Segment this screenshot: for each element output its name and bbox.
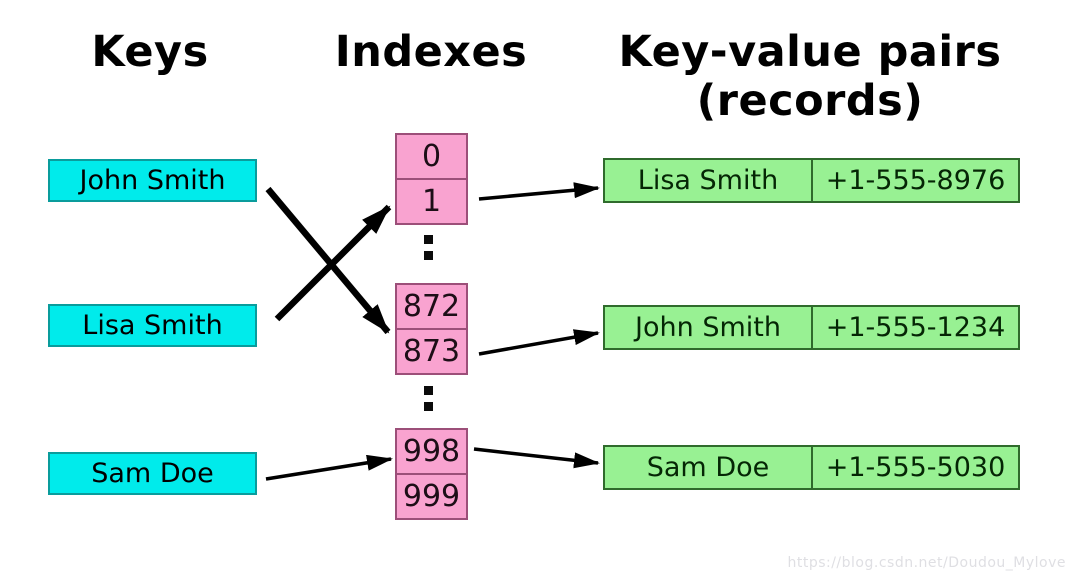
- key-box-lisa-smith: Lisa Smith: [48, 304, 257, 347]
- index-cell-1: 1: [421, 184, 442, 219]
- key-box-john-smith: John Smith: [48, 159, 257, 202]
- record-row-lisa-smith: Lisa Smith +1-555-8976: [603, 158, 1020, 203]
- key-label: John Smith: [79, 165, 226, 196]
- record-name: Lisa Smith: [605, 160, 813, 201]
- index-group-998-999: 998 999: [395, 428, 468, 520]
- arrow-sam-doe-to-index-998: [265, 454, 393, 481]
- records-heading: Key-value pairs(records): [600, 28, 1020, 126]
- arrow-index-873-to-record-john-smith: [478, 329, 600, 356]
- ellipsis-dot: [424, 251, 433, 260]
- vertical-ellipsis-icon: [424, 386, 433, 418]
- index-cell-0: 0: [397, 135, 466, 180]
- record-row-sam-doe: Sam Doe +1-555-5030: [603, 445, 1020, 490]
- arrow-john-smith-to-index-873: [265, 186, 391, 335]
- index-cell-873: 873: [402, 334, 461, 369]
- index-cell-999: 999: [402, 479, 461, 514]
- vertical-ellipsis-icon: [424, 235, 433, 267]
- record-name: Sam Doe: [605, 447, 813, 488]
- key-label: Lisa Smith: [82, 310, 223, 341]
- ellipsis-dot: [424, 386, 433, 395]
- record-phone: +1-555-5030: [825, 452, 1006, 483]
- index-group-872-873: 872 873: [395, 283, 468, 375]
- index-group-0-1: 0 1: [395, 133, 468, 225]
- key-box-sam-doe: Sam Doe: [48, 452, 257, 495]
- record-phone: +1-555-8976: [825, 165, 1006, 196]
- keys-heading: Keys: [91, 27, 209, 77]
- arrow-index-1-to-record-lisa-smith: [478, 182, 600, 201]
- records-heading-line2: (records): [696, 76, 924, 126]
- arrow-lisa-smith-to-index-1: [274, 204, 392, 322]
- record-phone: +1-555-1234: [825, 312, 1006, 343]
- index-cell-872: 872: [397, 285, 466, 330]
- watermark-text: https://blog.csdn.net/Doudou_Mylove: [787, 555, 1066, 571]
- record-name: John Smith: [605, 307, 813, 348]
- arrow-index-998-to-record-sam-doe: [473, 447, 600, 469]
- record-row-john-smith: John Smith +1-555-1234: [603, 305, 1020, 350]
- records-heading-line1: Key-value pairs: [618, 27, 1002, 77]
- ellipsis-dot: [424, 402, 433, 411]
- key-label: Sam Doe: [91, 458, 214, 489]
- ellipsis-dot: [424, 235, 433, 244]
- index-cell-998: 998: [397, 430, 466, 475]
- indexes-heading: Indexes: [334, 27, 528, 77]
